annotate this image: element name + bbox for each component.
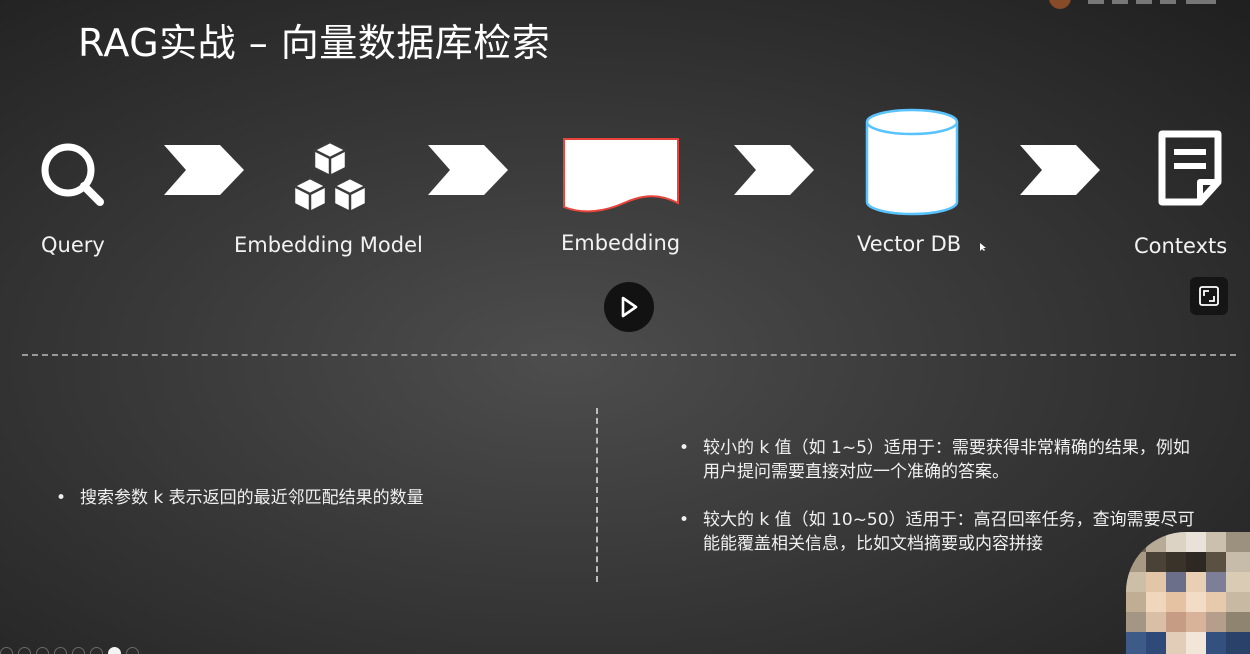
play-icon [621,296,638,318]
expand-icon [1199,286,1219,306]
step-label-contexts: Contexts [1134,234,1228,258]
note-right-text-1: 较小的 k 值（如 1~5）适用于：需要获得非常精确的结果，例如用户提问需要直接… [703,438,1190,482]
progress-dot[interactable] [36,647,49,654]
database-cylinder-icon [865,108,959,216]
step-label-vector-db: Vector DB [857,232,962,256]
brand-logo [1049,0,1216,9]
bullet-dot: • [679,510,690,530]
search-icon [41,143,104,206]
bullet-dot: • [56,488,67,508]
webcam-overlay [1126,532,1250,654]
progress-dot[interactable] [126,647,139,654]
progress-dot[interactable] [54,647,67,654]
note-right-bullet-2: • 较大的 k 值（如 10~50）适用于：高召回率任务，查询需要尽可能能覆盖相… [679,508,1198,556]
bullet-dot: • [679,438,690,458]
cubes-icon [292,140,368,214]
progress-dot[interactable] [90,647,103,654]
play-button[interactable] [604,282,654,332]
slide-title: RAG实战 – 向量数据库检索 [78,21,551,65]
progress-dot[interactable] [0,647,13,654]
chevron-arrow-icon [734,145,814,195]
progress-dot[interactable] [18,647,31,654]
vertical-divider [596,408,598,582]
horizontal-divider [22,354,1236,356]
expand-button[interactable] [1190,277,1228,315]
step-label-embedding: Embedding [561,231,681,255]
chevron-arrow-icon [1020,145,1100,195]
progress-dot-active[interactable] [108,647,121,654]
step-label-query: Query [41,233,105,257]
note-right-text-2: 较大的 k 值（如 10~50）适用于：高召回率任务，查询需要尽可能能覆盖相关信… [703,510,1195,554]
note-left-bullet: • 搜索参数 k 表示返回的最近邻匹配结果的数量 [56,486,560,510]
note-right-bullet-1: • 较小的 k 值（如 1~5）适用于：需要获得非常精确的结果，例如用户提问需要… [679,436,1198,484]
note-icon [1158,130,1222,206]
chevron-arrow-icon [428,145,508,195]
document-wave-icon [563,138,679,213]
mouse-cursor-icon [980,243,986,251]
slide-progress-indicator [0,647,139,654]
chevron-arrow-icon [164,145,244,195]
progress-dot[interactable] [72,647,85,654]
note-left-text: 搜索参数 k 表示返回的最近邻匹配结果的数量 [80,488,424,508]
step-label-embedding-model: Embedding Model [234,233,423,257]
